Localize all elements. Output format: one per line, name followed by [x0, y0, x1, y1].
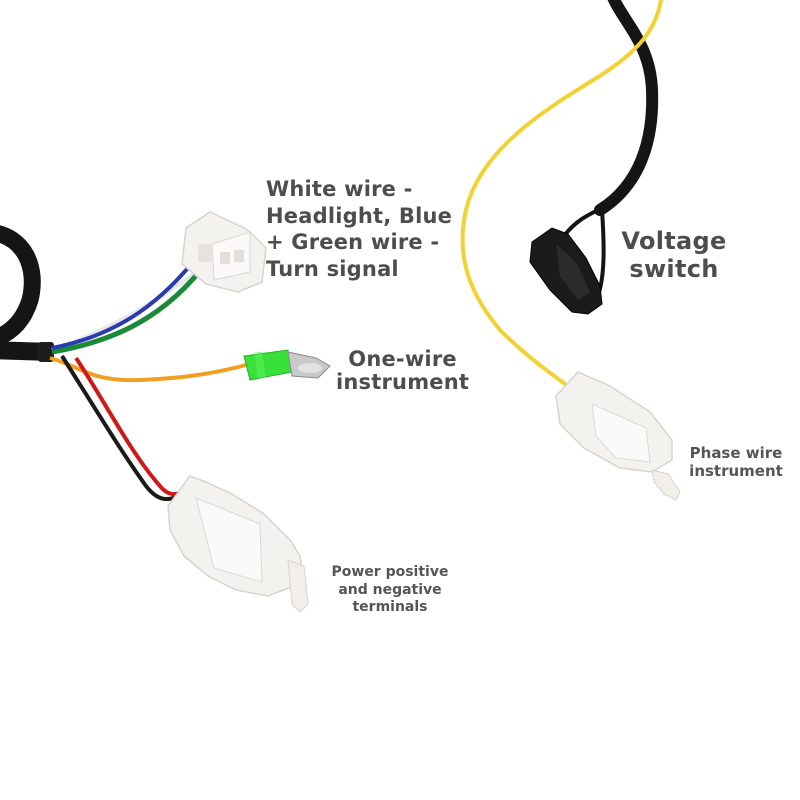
blue-wire	[51, 246, 206, 350]
green-wire	[51, 256, 213, 355]
headlight-connector	[181, 211, 267, 293]
yellow-phase-wire	[460, 0, 663, 394]
right-harness	[460, 0, 681, 501]
heat-shrink	[38, 342, 54, 362]
red-wire	[74, 356, 188, 497]
left-harness	[0, 211, 331, 613]
phase-wire-instrument-label: Phase wire instrument	[689, 444, 783, 480]
power-terminals-label: Power positive and negative terminals	[331, 564, 449, 615]
black-wire	[60, 354, 185, 501]
black-cable-loop	[0, 225, 41, 346]
white-wire	[51, 260, 212, 352]
main-black-cable	[594, 0, 659, 216]
power-connector	[167, 475, 309, 613]
phase-connector	[555, 371, 681, 501]
voltage-switch-label: Voltage switch	[621, 227, 727, 283]
switch-wire-a	[562, 206, 603, 238]
bullet-connector	[243, 349, 331, 381]
one-wire-instrument-label: One-wire instrument	[336, 347, 470, 394]
voltage-switch-connector	[529, 227, 603, 315]
headlight-turn-signal-label: White wire - Headlight, Blue + Green wir…	[266, 177, 453, 281]
orange-wire	[49, 356, 251, 383]
